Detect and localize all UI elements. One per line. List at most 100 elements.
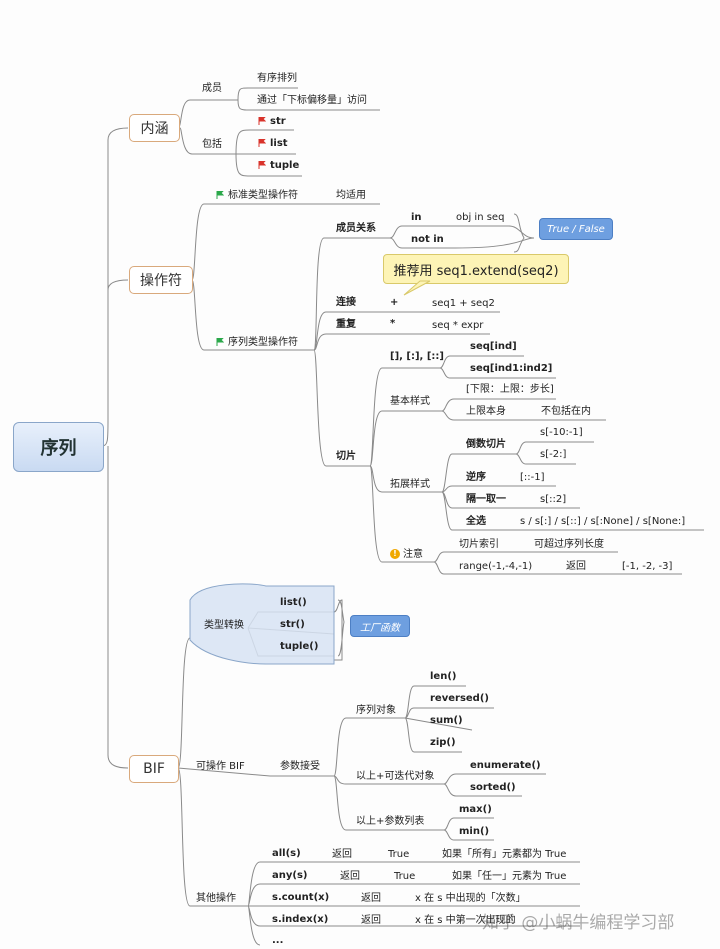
in-example: obj in seq <box>456 212 505 223</box>
reverse-slice-label: 倒数切片 <box>466 439 506 450</box>
concat-op: + <box>390 297 399 308</box>
other-ret-all: 返回 <box>332 849 352 860</box>
type-list: list <box>258 139 288 149</box>
category-operators: 操作符 <box>129 266 193 294</box>
recommend-callout: 推荐用 seq1.extend(seq2) <box>383 254 569 284</box>
select-all-label: 全选 <box>466 516 486 527</box>
type-convert-label: 类型转换 <box>204 620 244 631</box>
basic-label: 基本样式 <box>390 396 430 407</box>
concat-example: seq1 + seq2 <box>432 298 495 309</box>
other-ret-count: 返回 <box>361 893 381 904</box>
fn-sum: sum() <box>430 715 463 726</box>
other-ops-label: 其他操作 <box>196 893 236 904</box>
other-desc-any: 如果「任一」元素为 True <box>452 871 567 882</box>
type-str: str <box>258 117 286 127</box>
contains-label: 包括 <box>202 139 222 150</box>
fn-zip: zip() <box>430 737 456 748</box>
basic-format: [下限：上限：步长] <box>466 384 554 395</box>
seq-obj-label: 序列对象 <box>356 705 396 716</box>
sequence-ops: 序列类型操作符 <box>216 338 298 348</box>
green-flag-icon <box>216 191 224 199</box>
slice-index: 切片索引 <box>459 539 499 550</box>
root-node: 序列 <box>13 422 104 472</box>
convert-list: list() <box>280 597 307 608</box>
select-all-example: s / s[:] / s[::] / s[:None] / s[None:] <box>520 516 686 527</box>
type-tuple-label: tuple <box>270 160 300 171</box>
extended-label: 拓展样式 <box>390 479 430 490</box>
in-op: in <box>411 212 422 223</box>
fn-sorted: sorted() <box>470 782 516 793</box>
fn-enumerate: enumerate() <box>470 760 541 771</box>
other-val-all: True <box>388 849 410 860</box>
other-fn-count: s.count(x) <box>272 892 330 903</box>
type-list-label: list <box>270 138 288 149</box>
bool-tag: True / False <box>539 218 613 240</box>
watermark: 知乎 @小蜗牛编程学习部 <box>482 913 675 933</box>
upper-self: 上限本身 <box>466 406 506 417</box>
convert-str: str() <box>280 619 305 630</box>
ordered-text: 有序排列 <box>257 73 297 84</box>
membership-label: 成员关系 <box>336 223 376 234</box>
factory-tag: 工厂函数 <box>350 615 410 637</box>
other-val-any: True <box>394 871 416 882</box>
standard-ops-label: 标准类型操作符 <box>228 190 298 201</box>
red-flag-icon <box>258 161 266 169</box>
every-other-example: s[::2] <box>540 494 567 505</box>
seq-ind12: seq[ind1:ind2] <box>470 363 553 374</box>
seq-ind: seq[ind] <box>470 341 517 352</box>
red-flag-icon <box>258 139 266 147</box>
other-fn-all: all(s) <box>272 848 301 859</box>
rev-ex-2: s[-2:] <box>540 449 567 460</box>
not-included: 不包括在内 <box>541 406 591 417</box>
params-label: 参数接受 <box>280 761 320 772</box>
members-label: 成员 <box>202 83 222 94</box>
concat-label: 连接 <box>336 297 356 308</box>
every-other-label: 隔一取一 <box>466 494 506 505</box>
other-ret-index: 返回 <box>361 915 381 926</box>
other-fn-any: any(s) <box>272 870 308 881</box>
index-access-text: 通过「下标偏移量」访问 <box>257 95 367 106</box>
sequence-ops-label: 序列类型操作符 <box>228 337 298 348</box>
brackets-label: [], [:], [::] <box>390 351 444 362</box>
note-text: 注意 <box>403 549 423 560</box>
convert-tuple: tuple() <box>280 641 319 652</box>
other-val-index: x 在 s 中第一次出现的 <box>415 915 516 926</box>
note-label: !注意 <box>390 549 423 560</box>
slice-label: 切片 <box>336 451 356 462</box>
type-tuple: tuple <box>258 161 299 171</box>
repeat-example: seq * expr <box>432 320 484 331</box>
red-flag-icon <box>258 117 266 125</box>
other-ret-any: 返回 <box>340 871 360 882</box>
iterable-label: 以上+可迭代对象 <box>356 771 435 782</box>
rev-ex-1: s[-10:-1] <box>540 427 583 438</box>
other-ellipsis: ... <box>272 935 284 946</box>
warning-icon: ! <box>390 549 400 559</box>
fn-min: min() <box>459 826 490 837</box>
can-exceed: 可超过序列长度 <box>534 539 604 550</box>
green-flag-icon <box>216 338 224 346</box>
fn-len: len() <box>430 671 457 682</box>
reverse-example: [::-1] <box>520 472 545 483</box>
standard-note: 均适用 <box>336 190 366 201</box>
range-return: 返回 <box>566 561 586 572</box>
category-bif: BIF <box>129 755 179 783</box>
other-desc-all: 如果「所有」元素都为 True <box>442 849 567 860</box>
not-in-op: not in <box>411 234 444 245</box>
other-fn-index: s.index(x) <box>272 914 329 925</box>
arglist-label: 以上+参数列表 <box>356 816 425 827</box>
fn-reversed: reversed() <box>430 693 489 704</box>
callout-pointer <box>403 280 431 296</box>
range-result: [-1, -2, -3] <box>622 561 673 572</box>
standard-ops: 标准类型操作符 <box>216 191 298 201</box>
repeat-label: 重复 <box>336 319 356 330</box>
operable-bif-label: 可操作 BIF <box>196 761 245 772</box>
reverse-label: 逆序 <box>466 472 486 483</box>
range-example: range(-1,-4,-1) <box>459 561 533 572</box>
repeat-op: * <box>390 318 396 329</box>
type-str-label: str <box>270 116 286 127</box>
other-val-count: x 在 s 中出现的「次数」 <box>415 893 526 904</box>
fn-max: max() <box>459 804 492 815</box>
category-neihan: 内涵 <box>129 114 180 142</box>
